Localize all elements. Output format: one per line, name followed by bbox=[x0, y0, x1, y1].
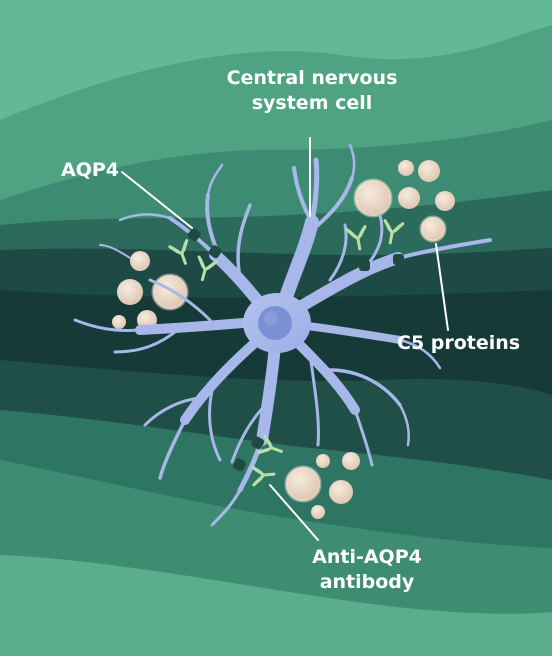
aqp4-markers bbox=[187, 228, 404, 472]
leader-line-anti-aqp4 bbox=[269, 484, 319, 541]
band-9 bbox=[0, 555, 552, 656]
label-anti-aqp4-line2: antibody bbox=[320, 571, 415, 593]
aqp4-marker bbox=[233, 458, 247, 472]
c5-protein bbox=[117, 279, 143, 305]
aqp4-marker bbox=[187, 228, 201, 242]
labels: Central nervous system cell AQP4 C5 prot… bbox=[61, 67, 520, 593]
c5-protein bbox=[419, 215, 447, 243]
antibody-icon bbox=[257, 434, 283, 455]
c5-protein bbox=[316, 454, 330, 468]
aqp4-marker bbox=[359, 260, 370, 271]
leader-line-c5-proteins bbox=[435, 243, 449, 331]
label-c5-proteins: C5 proteins bbox=[397, 332, 520, 354]
antibody-icon bbox=[197, 255, 219, 282]
c5-protein bbox=[112, 315, 126, 329]
c5-protein bbox=[151, 273, 189, 311]
label-cns-cell-line2: system cell bbox=[252, 92, 373, 114]
aqp4-marker bbox=[393, 254, 404, 265]
nucleus-highlight bbox=[264, 311, 278, 325]
antibody-icon bbox=[345, 225, 367, 251]
antibody-icon bbox=[250, 465, 276, 487]
c5-protein bbox=[329, 480, 353, 504]
leader-line-aqp4 bbox=[121, 171, 193, 229]
antibody-icon bbox=[168, 239, 189, 265]
label-anti-aqp4-line1: Anti-AQP4 bbox=[312, 546, 422, 568]
c5-protein bbox=[284, 465, 322, 503]
c5-protein bbox=[418, 160, 440, 182]
label-aqp4: AQP4 bbox=[61, 159, 119, 181]
antibody-icon bbox=[383, 219, 405, 245]
aqp4-marker bbox=[208, 245, 222, 259]
aqp4-marker bbox=[251, 436, 265, 450]
c5-protein bbox=[353, 178, 393, 218]
c5-protein bbox=[398, 187, 420, 209]
c5-protein bbox=[342, 452, 360, 470]
leader-lines bbox=[121, 137, 449, 541]
c5-protein bbox=[435, 191, 455, 211]
c5-protein bbox=[311, 505, 325, 519]
c5-protein bbox=[130, 251, 150, 271]
label-cns-cell-line1: Central nervous bbox=[227, 67, 398, 89]
antibodies bbox=[168, 219, 405, 487]
c5-protein bbox=[398, 160, 414, 176]
